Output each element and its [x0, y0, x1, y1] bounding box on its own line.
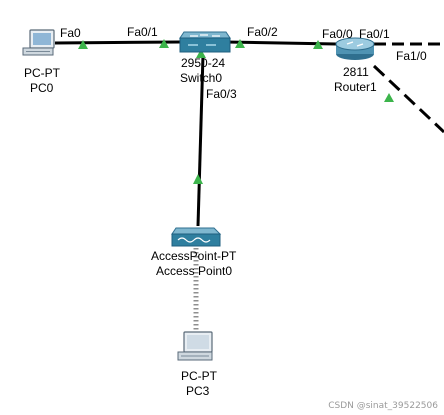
device-name-label: Access Point0	[156, 264, 233, 278]
device-type-label: PC-PT	[181, 369, 217, 383]
device-type-label: AccessPoint-PT	[151, 249, 237, 263]
port-label: Fa0/0	[322, 27, 353, 41]
device-name-label: PC3	[186, 384, 210, 398]
switch-icon[interactable]	[179, 31, 231, 53]
port-label: Fa0/1	[127, 25, 158, 39]
device-name-label: PC0	[30, 81, 54, 95]
device-type-label: PC-PT	[24, 66, 60, 80]
watermark: CSDN @sinat_39522506	[328, 401, 438, 411]
port-label: Fa0/1	[359, 27, 390, 41]
link-switch0-ap0[interactable]	[196, 54, 205, 227]
link-status-up-icon	[193, 174, 203, 184]
link-status-up-icon	[78, 40, 88, 49]
device-name-label: Switch0	[180, 71, 223, 85]
link-status-up-icon	[235, 39, 245, 48]
access-point-icon[interactable]	[171, 227, 222, 247]
device-name-label: Router1	[334, 80, 377, 94]
router-icon[interactable]	[335, 37, 375, 60]
device-type-label: 2950-24	[181, 56, 226, 70]
link-status-up-icon	[384, 93, 394, 102]
link-pc0-switch0[interactable]	[54, 40, 181, 45]
port-label: Fa0	[60, 26, 81, 40]
port-label: Fa0/2	[247, 25, 278, 39]
link-status-up-icon	[196, 49, 206, 58]
device-type-label: 2811	[343, 65, 369, 79]
link-status-up-icon	[159, 39, 169, 48]
port-label: Fa1/0	[396, 49, 427, 63]
pc-icon[interactable]	[22, 29, 55, 56]
pc-icon[interactable]	[177, 331, 213, 361]
link-status-up-icon	[313, 40, 323, 49]
link-router1-offscreen-dashed-2[interactable]	[372, 64, 444, 134]
port-label: Fa0/3	[206, 87, 237, 101]
